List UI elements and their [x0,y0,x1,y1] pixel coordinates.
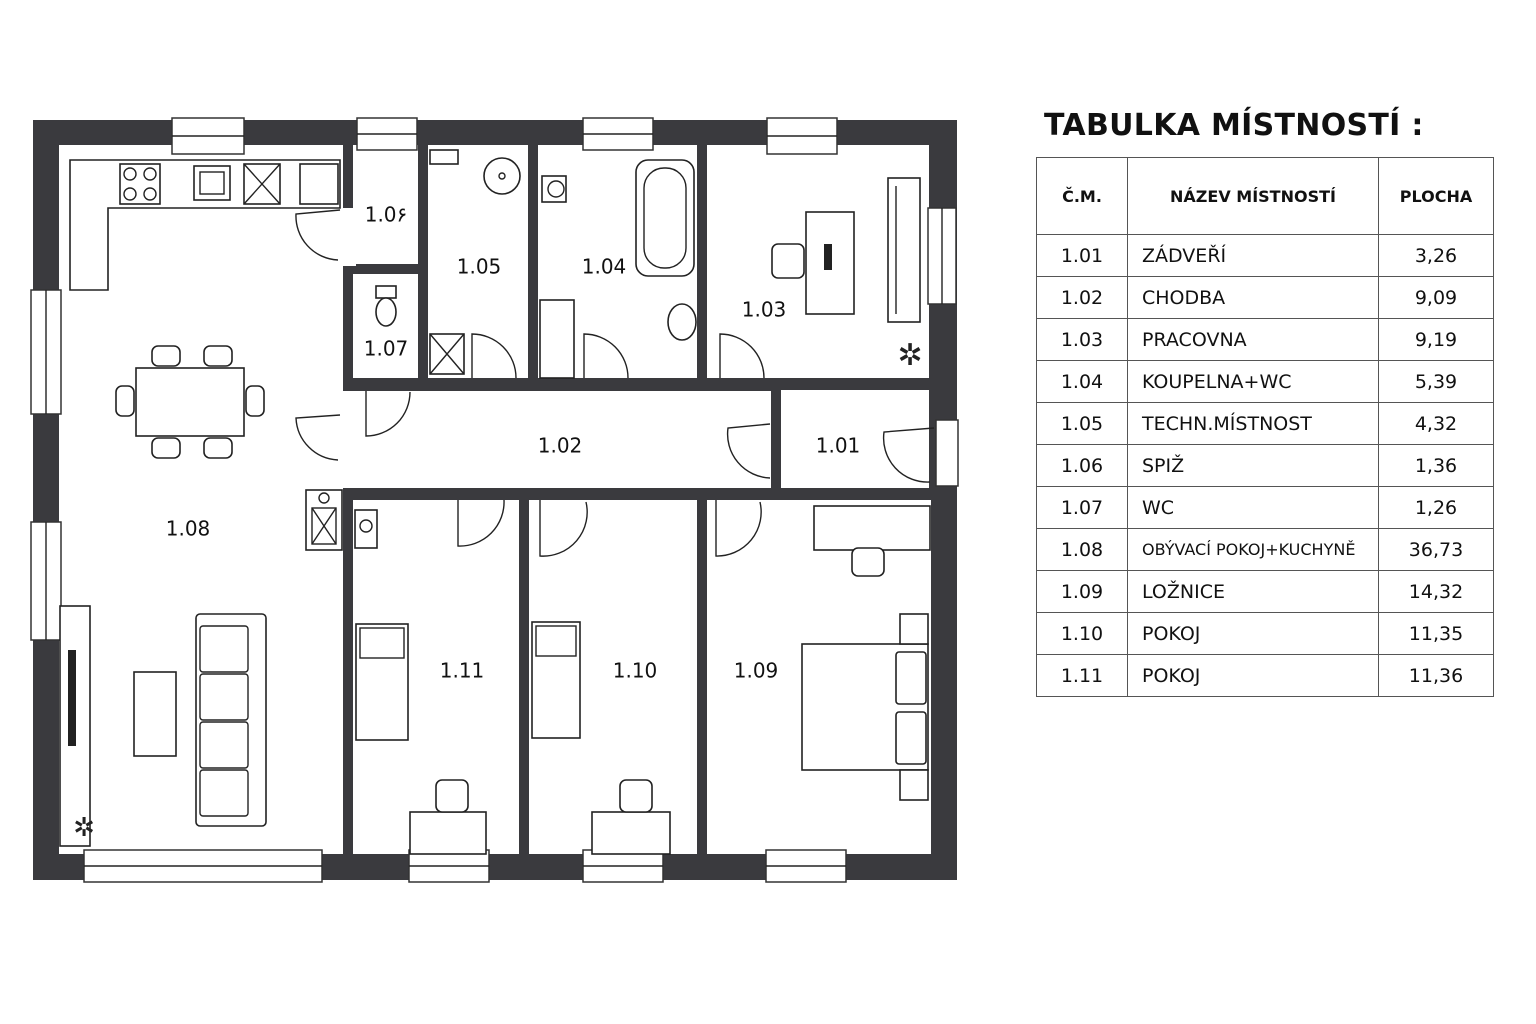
room-label-105: 1.05 [457,255,502,279]
room-area-cell: 3,26 [1378,234,1494,277]
room-number-cell: 1.04 [1036,360,1128,403]
room-name-cell: OBÝVACÍ POKOJ+KUCHYNĚ [1127,528,1379,571]
table-row: 1.08 OBÝVACÍ POKOJ+KUCHYNĚ 36,73 [1036,528,1494,571]
room-name-cell: PRACOVNA [1127,318,1379,361]
room-name-cell: ZÁDVEŘÍ [1127,234,1379,277]
room-number-cell: 1.09 [1036,570,1128,613]
room-111-furniture [355,623,487,855]
room-area-cell: 9,19 [1378,318,1494,361]
room-name-cell: TECHN.MÍSTNOST [1127,402,1379,445]
room-label-110: 1.10 [613,659,658,683]
doors [295,208,935,557]
room-label-111: 1.11 [440,659,485,683]
room-name-cell: SPIŽ [1127,444,1379,487]
room-area-cell: 1,26 [1378,486,1494,529]
room-table-title: TABULKA MÍSTNOSTÍ : [1044,108,1424,143]
bedroom-furniture [801,505,931,801]
room-number-cell: 1.07 [1036,486,1128,529]
table-row: 1.11 POKOJ 11,36 [1036,654,1494,697]
room-label-101: 1.01 [816,434,861,458]
room-110-furniture [531,621,671,855]
office-furniture: ✲ [771,177,923,373]
room-area-cell: 1,36 [1378,444,1494,487]
room-label-108: 1.08 [166,517,211,541]
room-label-102: 1.02 [538,434,583,458]
room-number-cell: 1.05 [1036,402,1128,445]
room-table: Č.M. NÁZEV MÍSTNOSTÍ PLOCHA 1.01 ZÁDVEŘÍ… [1036,157,1494,697]
table-row: 1.05 TECHN.MÍSTNOST 4,32 [1036,402,1494,445]
bathroom-fixtures [539,159,697,379]
floor-plan: ✲ ✲ [30,117,959,883]
room-table-block: TABULKA MÍSTNOSTÍ : Č.M. NÁZEV MÍSTNOSTÍ… [1036,108,1494,697]
room-labels: 1.01 1.02 1.03 1.04 1.05 1.0۶ 1.07 1.08 … [166,203,861,683]
table-row: 1.03 PRACOVNA 9,19 [1036,318,1494,361]
room-number-cell: 1.01 [1036,234,1128,277]
room-area-cell: 5,39 [1378,360,1494,403]
header-room-area: PLOCHA [1378,157,1494,235]
room-name-cell: WC [1127,486,1379,529]
svg-text:✲: ✲ [73,813,95,843]
table-row: 1.04 KOUPELNA+WC 5,39 [1036,360,1494,403]
table-row: 1.07 WC 1,26 [1036,486,1494,529]
room-label-106: 1.0۶ [365,203,408,227]
hall-fixtures [305,489,378,551]
room-label-109: 1.09 [734,659,779,683]
room-number-cell: 1.03 [1036,318,1128,361]
table-row: 1.01 ZÁDVEŘÍ 3,26 [1036,234,1494,277]
room-area-cell: 9,09 [1378,276,1494,319]
walls [33,120,957,880]
svg-text:✲: ✲ [897,338,922,373]
room-name-cell: KOUPELNA+WC [1127,360,1379,403]
wc-fixtures [375,149,521,375]
room-number-cell: 1.10 [1036,612,1128,655]
room-area-cell: 11,35 [1378,612,1494,655]
room-name-cell: CHODBA [1127,276,1379,319]
table-row: 1.02 CHODBA 9,09 [1036,276,1494,319]
room-area-cell: 14,32 [1378,570,1494,613]
header-room-number: Č.M. [1036,157,1128,235]
room-label-104: 1.04 [582,255,627,279]
room-table-header-row: Č.M. NÁZEV MÍSTNOSTÍ PLOCHA [1036,157,1494,235]
room-number-cell: 1.06 [1036,444,1128,487]
windows [30,117,959,883]
kitchen-counter [69,159,341,291]
room-number-cell: 1.11 [1036,654,1128,697]
room-label-107: 1.07 [364,337,409,361]
room-number-cell: 1.08 [1036,528,1128,571]
room-name-cell: LOŽNICE [1127,570,1379,613]
room-area-cell: 36,73 [1378,528,1494,571]
room-area-cell: 4,32 [1378,402,1494,445]
table-row: 1.06 SPIŽ 1,36 [1036,444,1494,487]
room-number-cell: 1.02 [1036,276,1128,319]
table-row: 1.09 LOŽNICE 14,32 [1036,570,1494,613]
room-name-cell: POKOJ [1127,654,1379,697]
table-row: 1.10 POKOJ 11,35 [1036,612,1494,655]
room-label-103: 1.03 [742,298,787,322]
sofa-set: ✲ [59,605,267,847]
room-area-cell: 11,36 [1378,654,1494,697]
header-room-name: NÁZEV MÍSTNOSTÍ [1127,157,1379,235]
dining-set [115,345,265,459]
room-name-cell: POKOJ [1127,612,1379,655]
